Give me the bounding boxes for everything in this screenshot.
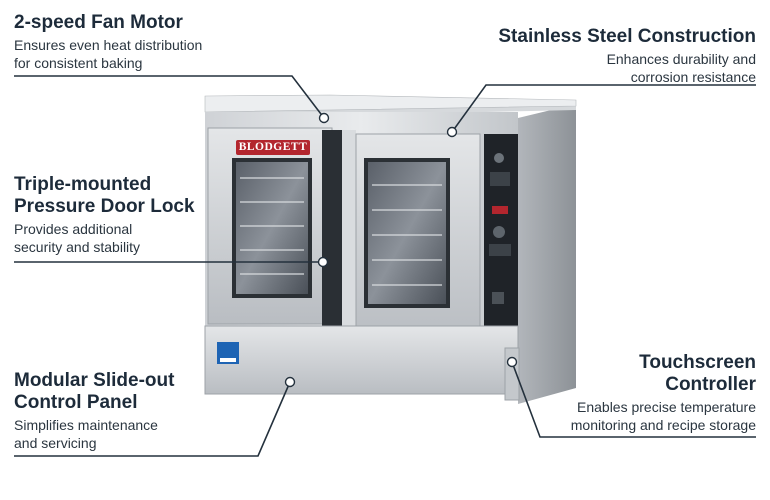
feature-title: 2-speed Fan Motor (14, 12, 183, 33)
desc-line: security and stability (14, 239, 141, 255)
feature-slide-out-panel: Modular Slide-out Control Panel Simplifi… (14, 370, 174, 452)
line-stainless (451, 84, 756, 133)
desc-line: for consistent baking (14, 55, 143, 71)
line-slide-out (14, 381, 291, 457)
desc-line: Simplifies maintenance (14, 417, 158, 433)
desc-line: Ensures even heat distribution (14, 37, 203, 53)
desc-line: and servicing (14, 435, 97, 451)
feature-description: Ensures even heat distribution for consi… (14, 36, 202, 72)
feature-door-lock: Triple-mounted Pressure Door Lock Provid… (14, 174, 195, 256)
feature-title: Stainless Steel Construction (498, 26, 756, 47)
desc-line: Enables precise temperature (577, 399, 756, 415)
line-fan-motor (14, 75, 325, 119)
dot-fan-motor (318, 112, 330, 124)
left-door-window (236, 162, 308, 294)
desc-line: corrosion resistance (630, 69, 756, 85)
brand-badge (236, 140, 310, 155)
dot-slide-out (284, 376, 296, 388)
line-touchscreen (511, 361, 756, 438)
oven-side-panel (518, 104, 576, 404)
feature-description: Enables precise temperature monitoring a… (571, 398, 756, 434)
dot-door-lock (317, 256, 329, 268)
power-switch (492, 292, 504, 304)
control-knob (494, 153, 504, 163)
feature-stainless-steel: Stainless Steel Construction Enhances du… (498, 26, 756, 86)
door-handle (322, 130, 342, 334)
feature-title-line: Control Panel (14, 392, 138, 413)
slide-out-panel (204, 325, 519, 395)
desc-line: Provides additional (14, 221, 133, 237)
desc-line: monitoring and recipe storage (570, 417, 756, 433)
right-door-window (368, 162, 446, 304)
feature-description: Simplifies maintenance and servicing (14, 416, 174, 452)
feature-description: Enhances durability and corrosion resist… (498, 50, 756, 86)
feature-touchscreen: Touchscreen Controller Enables precise t… (571, 352, 756, 434)
feature-title-line: Touchscreen (639, 352, 756, 373)
feature-title-line: Controller (665, 374, 756, 395)
dot-stainless (446, 126, 458, 138)
desc-line: Enhances durability and (606, 51, 756, 67)
feature-description: Provides additional security and stabili… (14, 220, 195, 256)
feature-fan-motor: 2-speed Fan Motor Ensures even heat dist… (14, 12, 202, 72)
feature-title-line: Pressure Door Lock (14, 196, 195, 217)
dot-touchscreen (506, 356, 518, 368)
feature-title-line: Modular Slide-out (14, 370, 175, 391)
feature-title-line: Triple-mounted (14, 174, 152, 195)
brand-logo-text: BLODGETT (238, 141, 308, 153)
oven-top (204, 94, 577, 113)
temperature-display (492, 206, 508, 214)
